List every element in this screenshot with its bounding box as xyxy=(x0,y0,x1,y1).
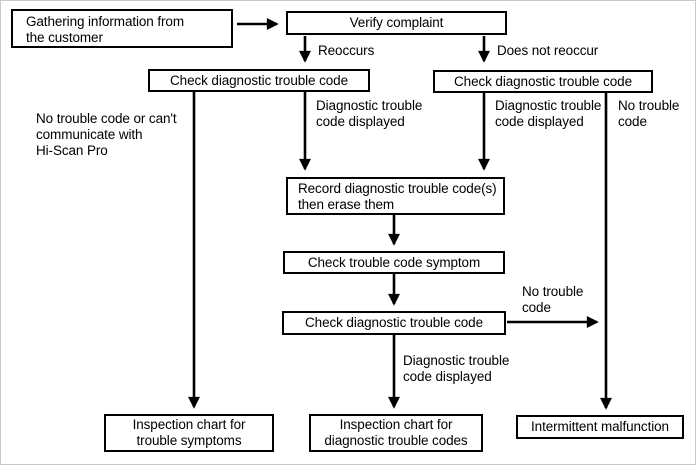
edge-label-no-trouble-code-top-right: No trouble code xyxy=(618,98,680,129)
node-verify-complaint: Verify complaint xyxy=(286,11,507,35)
node-check-dtc-right: Check diagnostic trouble code xyxy=(433,70,653,93)
node-label: Check trouble code symptom xyxy=(307,254,481,270)
node-label: Inspection chart for trouble symptoms xyxy=(132,417,246,448)
node-label: Check diagnostic trouble code xyxy=(170,72,348,88)
edge-label-dtc-displayed-right: Diagnostic trouble code displayed xyxy=(495,98,602,129)
node-label: Check diagnostic trouble code xyxy=(305,315,483,330)
node-check-dtc-left: Check diagnostic trouble code xyxy=(148,69,370,92)
node-intermittent-malfunction: Intermittent malfunction xyxy=(516,415,684,439)
edge-label-no-trouble-code-mid: No trouble code xyxy=(522,284,584,315)
node-label: Record diagnostic trouble code(s) then e… xyxy=(298,181,497,212)
edge-label-reoccurs: Reoccurs xyxy=(318,43,375,58)
node-inspection-chart-trouble-symptoms: Inspection chart for trouble symptoms xyxy=(104,414,274,452)
node-inspection-chart-dtc: Inspection chart for diagnostic trouble … xyxy=(309,414,483,452)
edge-label-dtc-displayed-left: Diagnostic trouble code displayed xyxy=(316,98,423,129)
node-check-dtc-mid: Check diagnostic trouble code xyxy=(282,311,506,335)
node-label: Inspection chart for diagnostic trouble … xyxy=(324,417,468,448)
node-label: Gathering information from the customer xyxy=(26,14,184,45)
edge-label-dtc-displayed-bottom: Diagnostic trouble code displayed xyxy=(403,353,510,384)
edge-label-does-not-reoccur: Does not reoccur xyxy=(497,43,599,58)
node-label: Intermittent malfunction xyxy=(531,419,669,434)
node-label: Verify complaint xyxy=(349,15,444,30)
node-label: Check diagnostic trouble code xyxy=(454,73,632,89)
edge-label-no-trouble-code-left: No trouble code or can't communicate wit… xyxy=(36,111,177,158)
node-record-erase-dtc: Record diagnostic trouble code(s) then e… xyxy=(286,177,505,215)
node-check-trouble-code-symptom: Check trouble code symptom xyxy=(283,251,505,274)
node-gathering-information: Gathering information from the customer xyxy=(11,9,233,48)
